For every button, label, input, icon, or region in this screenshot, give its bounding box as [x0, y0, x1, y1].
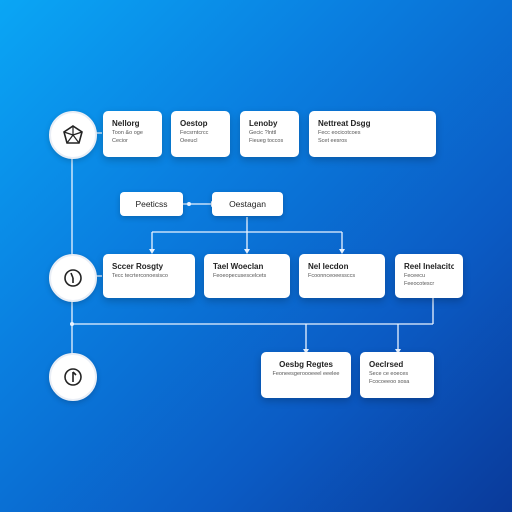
card-line: Fecc eocicotcoes — [318, 130, 361, 136]
card-title: Oestop — [180, 119, 208, 128]
row1-node[interactable] — [49, 111, 97, 159]
row2-card-1[interactable]: Sccer Rosgty Tecc tecrterconoesisco — [103, 254, 195, 298]
pentagon-network-icon — [63, 125, 83, 144]
row3-node[interactable] — [49, 353, 97, 401]
card-line: Oeeucl — [180, 138, 198, 144]
row1-card-2[interactable]: Oestop Fecsrntcrcc Oeeucl — [171, 111, 230, 157]
row2-card-3[interactable]: Nel Iecdon Fcoonnceoeessccs — [299, 254, 385, 298]
row1-card-1[interactable]: Nellorg Toon &o oge Cecior — [103, 111, 162, 157]
flow-left-node[interactable]: Peeticss — [120, 192, 183, 216]
card-line: Sece ce eoeces — [369, 371, 409, 377]
card-line: Cecior — [112, 138, 128, 144]
card-line: Scet eesros — [318, 138, 348, 144]
row1-card-4[interactable]: Nettreat Dsgg Fecc eocicotcoes Scet eesr… — [309, 111, 436, 157]
card-line: Toon &o oge — [112, 130, 143, 136]
card-title: Nettreat Dsgg — [318, 119, 371, 128]
card-title: Nellorg — [112, 119, 140, 128]
card-line: Feoeopecusescelcets — [213, 273, 267, 279]
card-title: Oeclrsed — [369, 360, 404, 369]
row3-card-2[interactable]: Oeclrsed Sece ce eoeces Fcocoeeoo sosa — [360, 352, 434, 398]
card-title: Oesbg Regtes — [279, 360, 333, 369]
row3-card-1[interactable]: Oesbg Regtes Feoneesgeroooeeel eeelee — [261, 352, 351, 398]
card-line: Feoneesgeroooeeel eeelee — [272, 371, 340, 377]
card-line: Feceecu — [404, 273, 426, 279]
row2-card-2[interactable]: Tael Woeclan Feoeopecusescelcets — [204, 254, 290, 298]
clock-icon — [64, 269, 82, 287]
card-line: Tecc tecrterconoesisco — [112, 273, 168, 279]
card-line: Gecic ?lnttl — [249, 130, 277, 136]
card-line: Fcoonnceoeessccs — [308, 273, 356, 279]
card-line: Fcocoeeoo sosa — [369, 379, 410, 385]
row2-node[interactable] — [49, 254, 97, 302]
card-line: Fecsrntcrcc — [180, 130, 209, 136]
card-title: Reel Inelacitog — [404, 262, 454, 271]
row2-card-4[interactable]: Reel Inelacitog Feceecu Feeocotescr — [395, 254, 463, 298]
flow-right-node[interactable]: Oestagan — [212, 192, 283, 216]
card-line: Feeocotescr — [404, 281, 435, 287]
card-title: Lenoby — [249, 119, 278, 128]
timer-icon — [64, 368, 82, 386]
row1-card-3[interactable]: Lenoby Gecic ?lnttl Fieueg toccos — [240, 111, 299, 157]
card-title: Sccer Rosgty — [112, 262, 164, 271]
card-title: Nel Iecdon — [308, 262, 349, 271]
card-title: Tael Woeclan — [213, 262, 264, 271]
card-line: Fieueg toccos — [249, 138, 284, 144]
